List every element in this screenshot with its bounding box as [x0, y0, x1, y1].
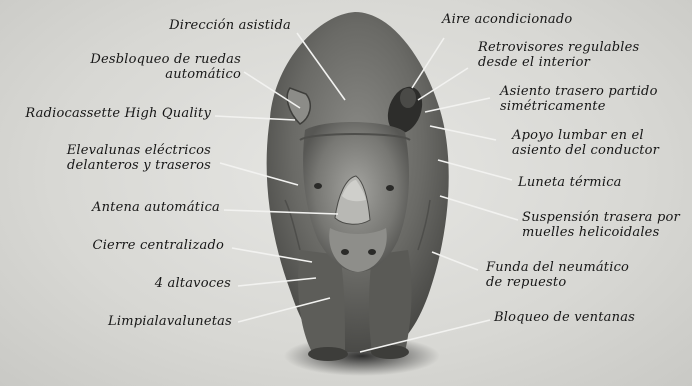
label-cierre-centralizado: Cierre centralizado: [93, 238, 224, 253]
label-bloqueo-ventanas: Bloqueo de ventanas: [494, 310, 635, 325]
label-desbloqueo-ruedas: Desbloqueo de ruedas automático: [90, 52, 241, 82]
label-retrovisores: Retrovisores regulables desde el interio…: [478, 40, 639, 70]
label-asiento-trasero: Asiento trasero partido simétricamente: [500, 84, 658, 114]
leader-suspension-trasera: [440, 196, 518, 220]
label-altavoces: 4 altavoces: [155, 276, 231, 291]
rhino-left-foot: [308, 347, 348, 361]
leader-funda-neumatico: [432, 252, 478, 270]
label-apoyo-lumbar: Apoyo lumbar en el asiento del conductor: [512, 128, 659, 158]
rhino-left-leg: [298, 250, 345, 355]
label-antena: Antena automática: [92, 200, 220, 215]
rhino-left-eye: [314, 183, 322, 189]
label-radiocassette: Radiocassette High Quality: [25, 106, 211, 121]
label-elevalunas: Elevalunas eléctricos delanteros y trase…: [67, 143, 211, 173]
label-direccion-asistida: Dirección asistida: [169, 18, 291, 33]
rhino-right-eye: [386, 185, 394, 191]
label-luneta-termica: Luneta térmica: [518, 175, 622, 190]
label-suspension-trasera: Suspensión trasera por muelles helicoida…: [522, 210, 680, 240]
label-aire-acondicionado: Aire acondicionado: [442, 12, 572, 27]
label-funda-neumatico: Funda del neumático de repuesto: [486, 260, 629, 290]
label-limpialavalunetas: Limpialavalunetas: [108, 314, 232, 329]
leader-luneta-termica: [438, 160, 512, 180]
